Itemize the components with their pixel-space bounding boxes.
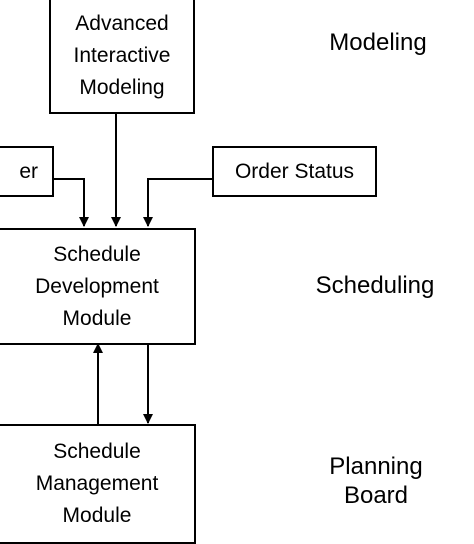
advanced-interactive-modeling-label: Advanced Interactive Modeling xyxy=(73,12,171,99)
advanced-interactive-modeling-box: Advanced Interactive Modeling xyxy=(49,0,195,114)
arrow-order-status-to-development xyxy=(143,178,213,227)
schedule-management-module-label: Schedule Management Module xyxy=(35,440,159,527)
customer-order-box: er xyxy=(0,146,54,197)
schedule-management-module-box: Schedule Management Module xyxy=(0,424,196,544)
order-status-label: Order Status xyxy=(234,159,355,183)
arrow-order-to-development xyxy=(52,178,89,227)
planning-board-layer-label: Planning Board xyxy=(329,453,423,509)
modeling-layer-label: Modeling xyxy=(329,29,427,56)
schedule-development-module-box: Schedule Development Module xyxy=(0,228,196,345)
scheduling-layer-label: Scheduling xyxy=(315,272,435,299)
schedule-development-module-label: Schedule Development Module xyxy=(35,242,159,330)
order-status-box: Order Status xyxy=(212,146,377,197)
customer-order-label: er xyxy=(19,159,38,183)
